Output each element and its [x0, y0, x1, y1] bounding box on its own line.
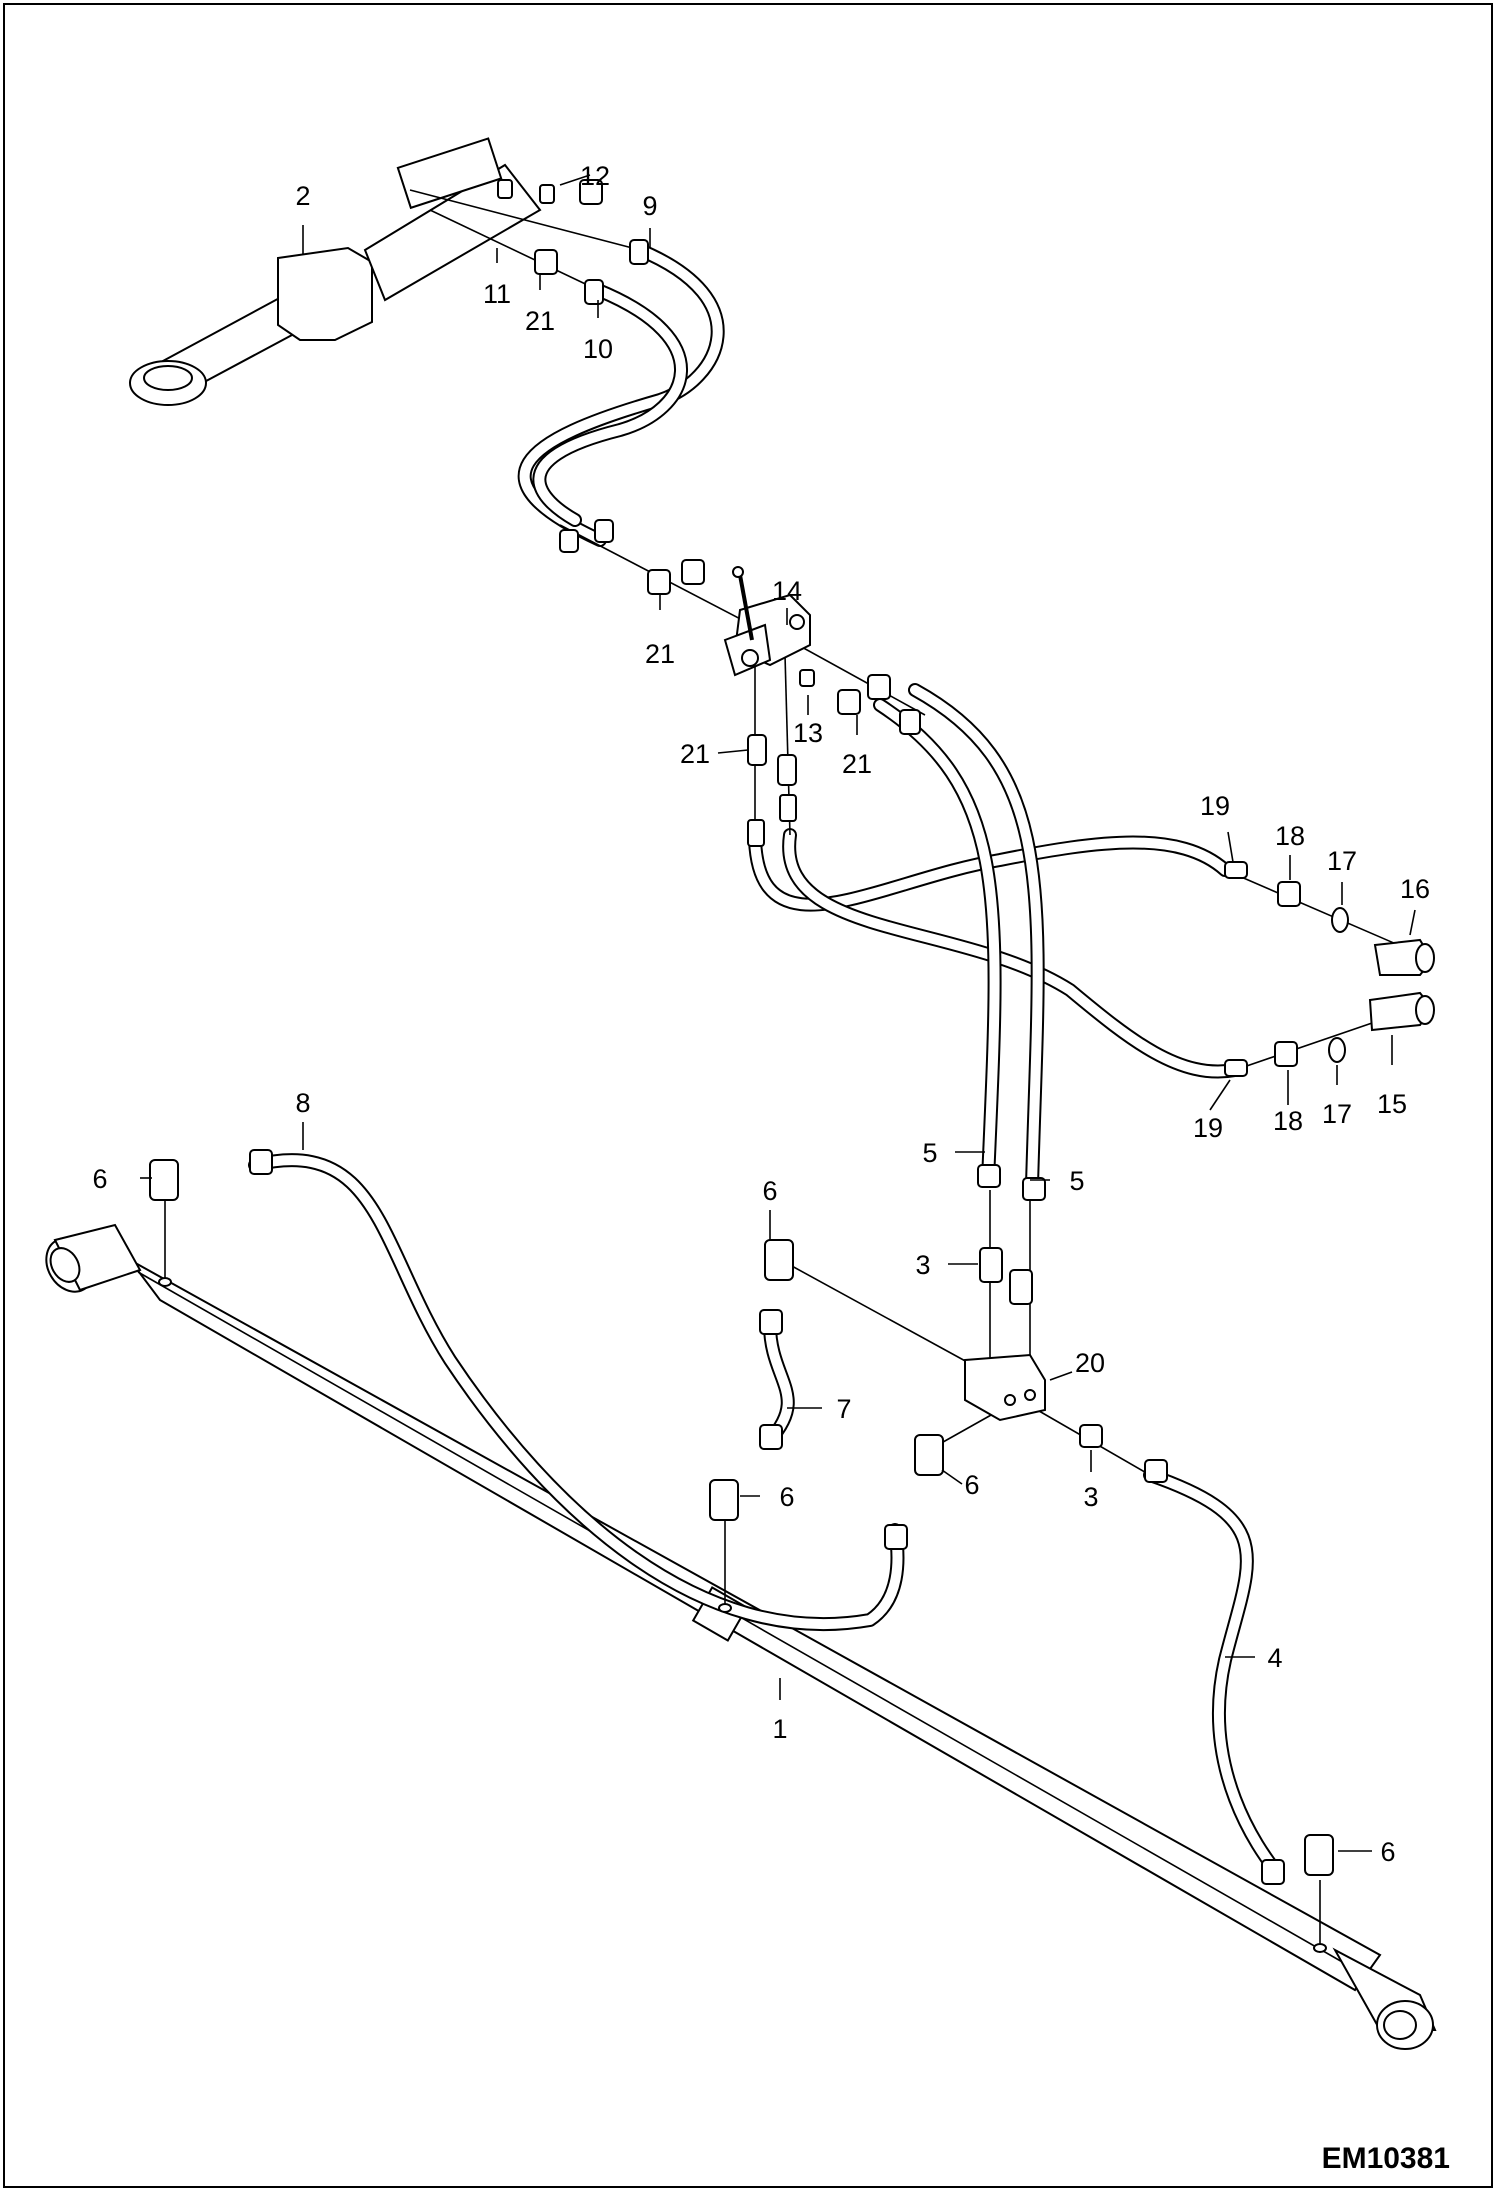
callout-20: 20	[1075, 1348, 1105, 1378]
callout-19-top: 19	[1200, 791, 1230, 821]
callout-6-right: 6	[1380, 1837, 1395, 1867]
callout-21-valve-right: 21	[842, 749, 872, 779]
callout-1: 1	[772, 1714, 787, 1744]
callout-5-right: 5	[1069, 1166, 1084, 1196]
callout-2: 2	[295, 181, 310, 211]
callout-3-lower: 3	[1083, 1482, 1098, 1512]
couplers	[1368, 938, 1435, 1032]
callout-6-block: 6	[964, 1470, 979, 1500]
callout-8: 8	[295, 1088, 310, 1118]
selector-valve	[723, 566, 811, 677]
callout-21-valve-left: 21	[645, 639, 675, 669]
callout-13: 13	[793, 718, 823, 748]
callout-18-bottom: 18	[1273, 1106, 1303, 1136]
leader-lines	[140, 174, 1416, 1852]
callout-19-bottom: 19	[1193, 1113, 1223, 1143]
callout-7: 7	[836, 1394, 851, 1424]
callout-15: 15	[1377, 1089, 1407, 1119]
callout-12: 12	[580, 161, 610, 191]
callout-6-left: 6	[92, 1164, 107, 1194]
callout-21-valve-down: 21	[680, 739, 710, 769]
callout-6-center-top: 6	[762, 1176, 777, 1206]
callout-3-upper: 3	[915, 1250, 930, 1280]
upper-cylinder	[129, 137, 542, 406]
callout-4: 4	[1267, 1643, 1282, 1673]
tee-block	[964, 1353, 1046, 1422]
callout-16: 16	[1400, 874, 1430, 904]
callout-9: 9	[642, 191, 657, 221]
callout-labels: 2 12 9 11 21 10 14 21 13 21 21 19 18 17 …	[92, 161, 1430, 1867]
callout-5-left: 5	[922, 1138, 937, 1168]
hoses	[248, 243, 1282, 1877]
callout-17-top: 17	[1327, 846, 1357, 876]
fittings	[149, 179, 1349, 1953]
callout-17-bottom: 17	[1322, 1099, 1352, 1129]
lower-cylinder	[45, 1223, 1437, 2050]
callout-6-center-low: 6	[779, 1482, 794, 1512]
callout-11: 11	[483, 279, 511, 309]
drawing-frame	[3, 3, 1493, 2188]
document-code: EM10381	[1322, 2142, 1450, 2175]
callout-21-top: 21	[525, 306, 555, 336]
callout-10: 10	[583, 334, 613, 364]
callout-18-top: 18	[1275, 821, 1305, 851]
callout-14: 14	[772, 576, 802, 606]
